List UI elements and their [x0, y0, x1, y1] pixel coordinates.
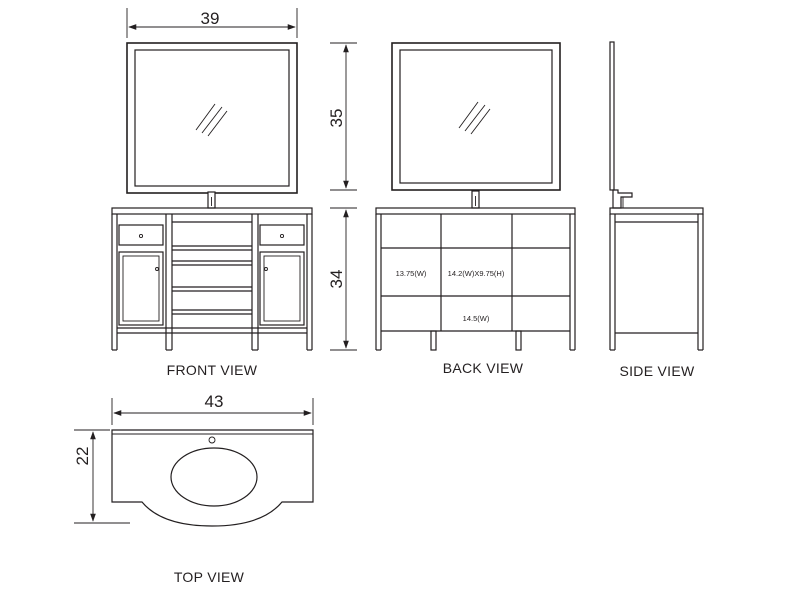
- top-width-dimension: 43: [111, 392, 314, 425]
- side-mirror: [609, 41, 615, 191]
- top-depth-dimension: 22: [73, 429, 130, 524]
- front-mirror: [126, 42, 298, 194]
- top-view-caption: TOP VIEW: [174, 569, 245, 585]
- mirror-width-dimension: 39: [126, 8, 298, 38]
- back-panel-left-label: 13.75(W): [396, 269, 427, 278]
- front-view: 39: [111, 8, 313, 378]
- faucet-hole: [208, 436, 216, 444]
- back-mirror: [391, 42, 561, 191]
- front-view-caption: FRONT VIEW: [167, 362, 258, 378]
- back-panel-bottom-label: 14.5(W): [463, 314, 490, 323]
- front-cabinet: [111, 207, 313, 351]
- mirror-height-label: 35: [327, 109, 346, 128]
- side-view-caption: SIDE VIEW: [619, 363, 695, 379]
- back-cabinet: 13.75(W) 14.2(W)X9.75(H) 14.5(W): [375, 207, 576, 351]
- back-view-caption: BACK VIEW: [443, 360, 524, 376]
- cabinet-height-label: 34: [327, 270, 346, 289]
- top-width-label: 43: [205, 392, 224, 411]
- back-faucet: [471, 190, 480, 209]
- side-view: SIDE VIEW: [609, 41, 704, 379]
- cabinet-height-dimension: 34: [327, 207, 357, 351]
- side-cabinet: [609, 207, 704, 351]
- countertop-outline: [111, 429, 314, 527]
- front-faucet: [207, 191, 216, 209]
- top-view: 43 22 TOP VIEW: [73, 392, 314, 585]
- mirror-width-label: 39: [201, 9, 220, 28]
- mirror-height-dimension: 35: [327, 42, 357, 191]
- sink-basin: [170, 447, 258, 507]
- top-depth-label: 22: [73, 447, 92, 466]
- side-faucet: [612, 189, 633, 209]
- back-view: 13.75(W) 14.2(W)X9.75(H) 14.5(W) BACK VI…: [375, 42, 576, 376]
- back-panel-center-label: 14.2(W)X9.75(H): [448, 269, 505, 278]
